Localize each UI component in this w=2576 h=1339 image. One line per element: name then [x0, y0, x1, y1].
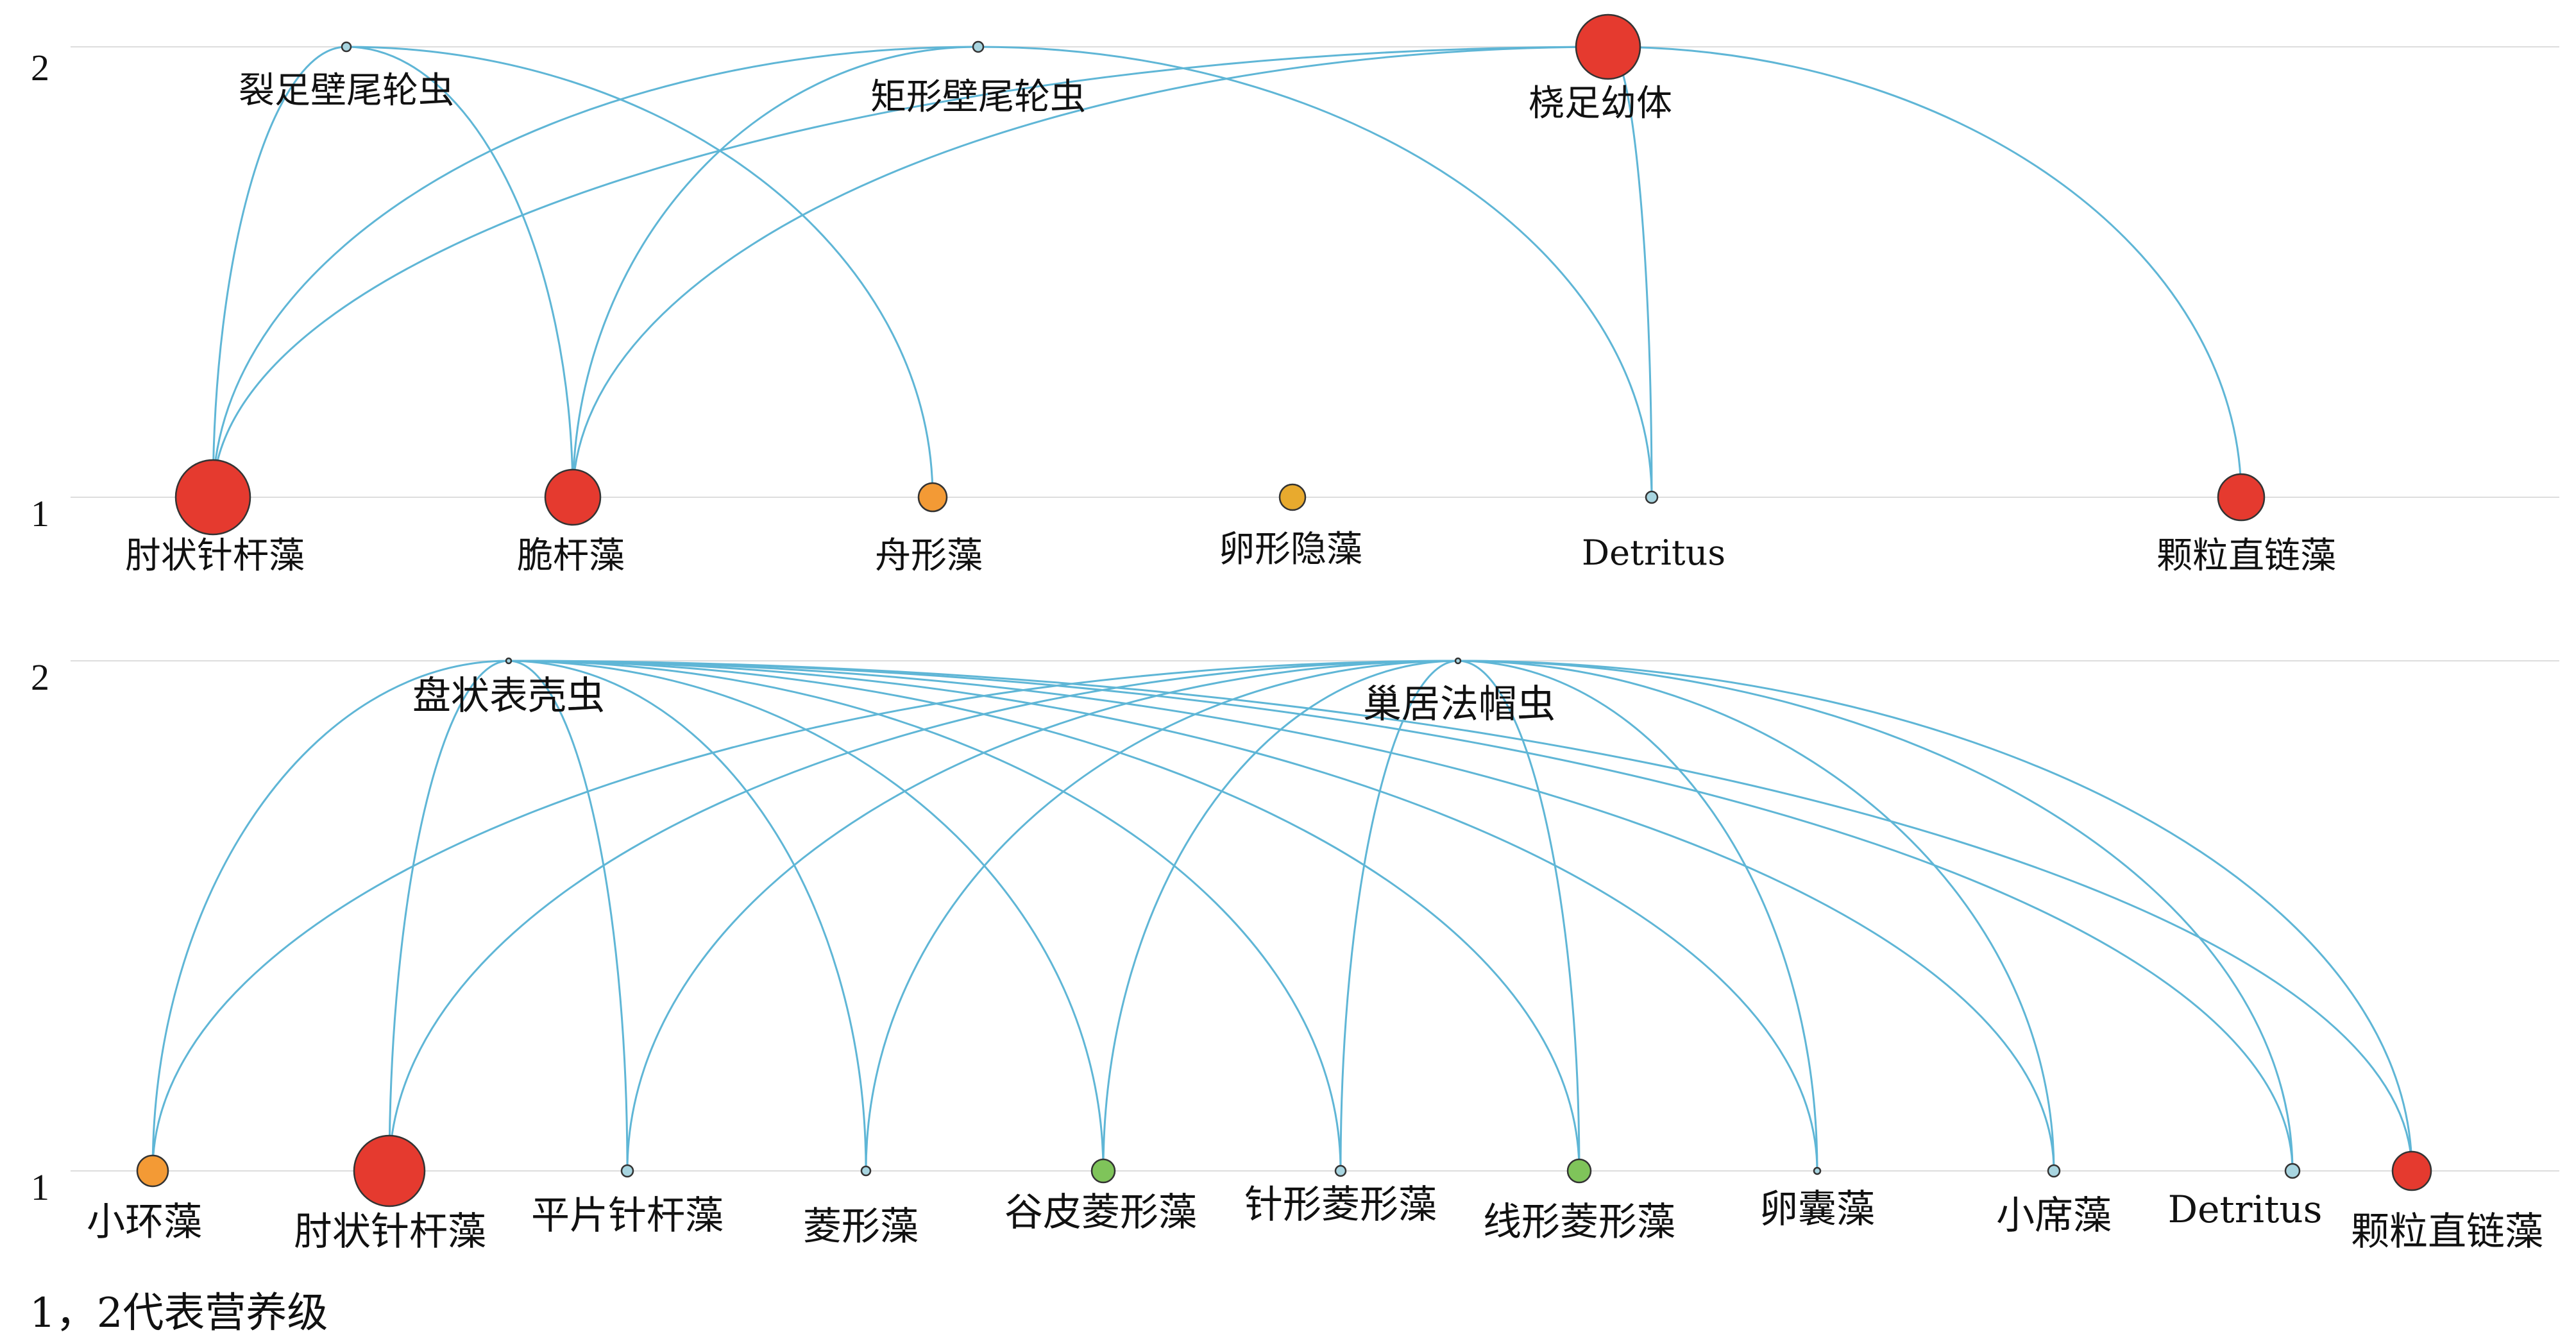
node-panzhuang [505, 657, 513, 665]
node-gupi [1090, 1158, 1116, 1184]
edge-naozu-cuigan [572, 46, 1609, 498]
edge-chaoju-zhouzhuang2 [388, 660, 1459, 1172]
edge-chaoju-luannang [1457, 660, 1818, 1172]
node-zhouzhuang2 [353, 1134, 426, 1207]
edge-chaoju-keli2 [1457, 660, 2413, 1172]
nodes [136, 13, 2432, 1207]
node-xiaoxi [2047, 1164, 2061, 1178]
edge-panzhuang-zhouzhuang2 [388, 660, 509, 1172]
edge-juxing-zhouzhuang [212, 46, 979, 498]
edge-chaoju-xianxing [1457, 660, 1580, 1172]
node-xianxing [1566, 1158, 1592, 1184]
bottom-level-1-label: 1 [31, 1166, 49, 1208]
node-label-gupi: 谷皮菱形藻 [1004, 1190, 1197, 1235]
caption: 1，2代表营养级 [30, 1290, 328, 1337]
node-lingxing [860, 1165, 872, 1177]
edge-panzhuang-xiaohuan [151, 660, 509, 1172]
edge-panzhuang-luannang [508, 660, 1818, 1172]
node-zhouzhuang [174, 459, 251, 536]
edge-chaoju-pingpian [626, 660, 1459, 1172]
edge-chaoju-xiaoxi [1457, 660, 2055, 1172]
node-zhouxing [917, 482, 948, 513]
node-detritus2 [2284, 1163, 2301, 1179]
node-label-zhouzhuang2: 肘状针杆藻 [294, 1209, 486, 1254]
top-level-2-label: 2 [31, 47, 49, 89]
node-label-xianxing: 线形菱形藻 [1483, 1200, 1675, 1245]
edge-chaoju-xiaohuan [151, 660, 1459, 1172]
node-label-pingpian: 平片针杆藻 [531, 1193, 724, 1238]
node-label-zhouxing: 舟形藻 [875, 535, 983, 577]
node-label-naozu: 桡足幼体 [1529, 83, 1672, 124]
node-label-detritus2: Detritus [2168, 1188, 2323, 1231]
node-cuigan [544, 468, 602, 526]
edge-panzhuang-pingpian [508, 660, 629, 1172]
bottom-level-2-label: 2 [31, 656, 49, 698]
node-label-luanxing: 卵形隐藻 [1219, 529, 1362, 570]
edge-juxing-detritus [978, 46, 1653, 498]
edge-juxing-cuigan [572, 46, 979, 498]
node-label-detritus: Detritus [1582, 533, 1725, 573]
edge-liezu-cuigan [346, 46, 574, 498]
node-xiaohuan [136, 1154, 169, 1188]
edge-naozu-keli [1607, 46, 2242, 498]
node-pingpian [620, 1164, 634, 1178]
node-label-juxing: 矩形壁尾轮虫 [870, 76, 1086, 118]
node-label-zhenxing: 针形菱形藻 [1244, 1182, 1437, 1227]
node-label-lingxing: 菱形藻 [803, 1204, 919, 1249]
edge-liezu-zhouxing [346, 46, 934, 498]
node-label-xiaohuan: 小环藻 [87, 1200, 202, 1245]
edge-chaoju-lingxing [865, 660, 1459, 1172]
edge-liezu-zhouzhuang [212, 46, 347, 498]
node-label-keli: 颗粒直链藻 [2157, 535, 2336, 577]
node-label-zhouzhuang: 肘状针杆藻 [125, 535, 305, 577]
edge-naozu-zhouzhuang [212, 46, 1609, 498]
edge-panzhuang-gupi [508, 660, 1105, 1172]
top-level-1-label: 1 [31, 493, 49, 534]
node-luanxing [1278, 483, 1307, 511]
edge-panzhuang-detritus2 [508, 660, 2294, 1172]
edge-chaoju-gupi [1102, 660, 1459, 1172]
edge-panzhuang-zhenxing [508, 660, 1342, 1172]
edge-chaoju-zhenxing [1339, 660, 1459, 1172]
node-label-xiaoxi: 小席藻 [1996, 1193, 2112, 1238]
edge-panzhuang-keli2 [508, 660, 2413, 1172]
edge-panzhuang-lingxing [508, 660, 867, 1172]
edge-panzhuang-xianxing [508, 660, 1580, 1172]
node-chaoju [1454, 657, 1462, 665]
edge-chaoju-detritus2 [1457, 660, 2294, 1172]
node-juxing [972, 40, 985, 53]
node-label-chaoju: 巢居法帽虫 [1363, 682, 1555, 727]
node-label-liezu: 裂足壁尾轮虫 [239, 70, 454, 112]
node-naozu [1575, 13, 1641, 80]
node-keli [2217, 473, 2266, 522]
node-label-keli2: 颗粒直链藻 [2351, 1209, 2543, 1254]
node-zhenxing [1334, 1164, 1347, 1177]
node-label-panzhuang: 盘状表壳虫 [412, 674, 605, 719]
edge-panzhuang-xiaoxi [508, 660, 2055, 1172]
node-luannang [1813, 1166, 1822, 1175]
node-liezu [341, 41, 352, 53]
node-label-cuigan: 脆杆藻 [517, 535, 625, 577]
node-label-luannang: 卵囊藻 [1759, 1187, 1875, 1232]
node-keli2 [2391, 1150, 2432, 1191]
node-detritus [1645, 490, 1659, 504]
grid-lines [71, 46, 2559, 1172]
edges [151, 46, 2413, 1172]
